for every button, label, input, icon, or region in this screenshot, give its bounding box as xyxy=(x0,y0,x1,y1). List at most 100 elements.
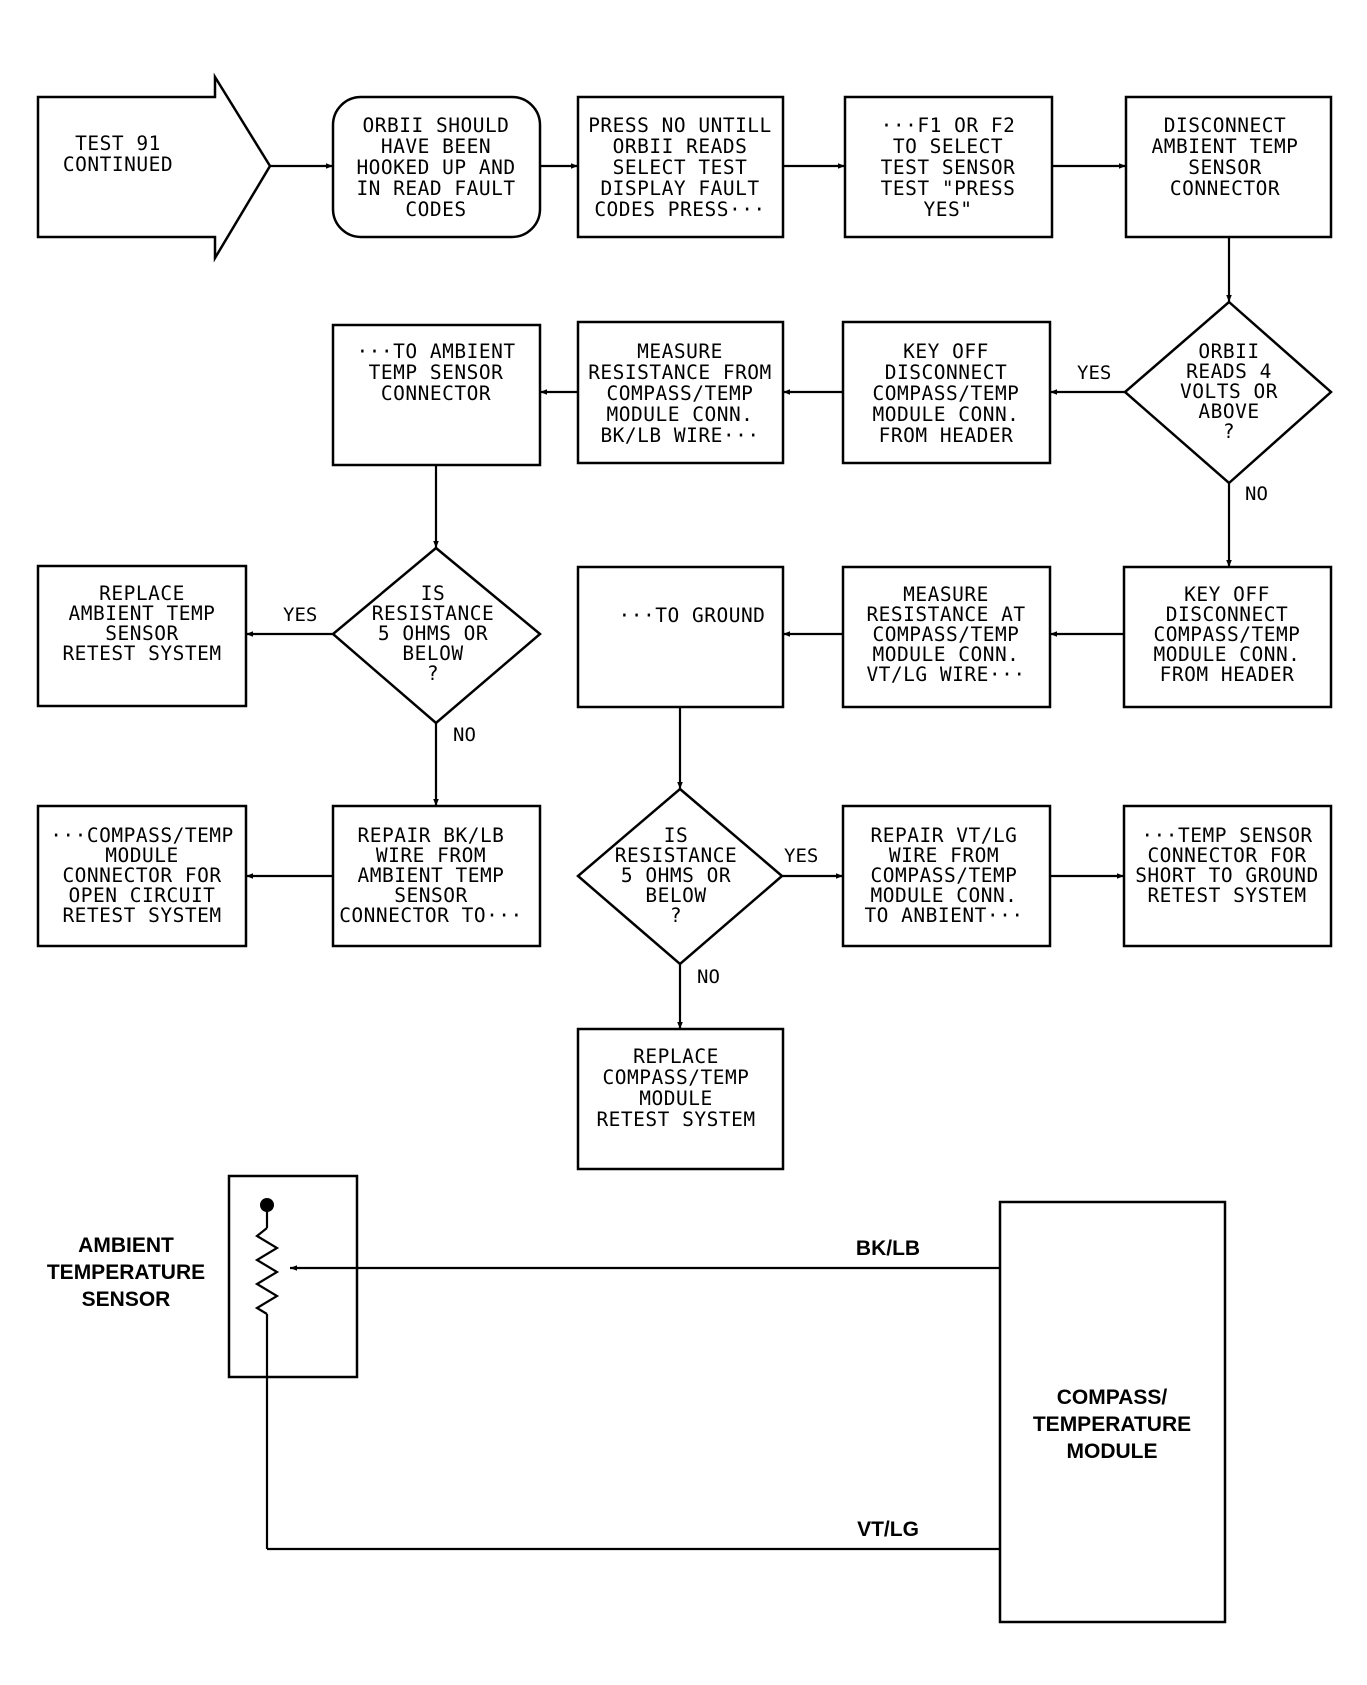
label-line: ···TEMP SENSOR xyxy=(1141,824,1312,847)
node-shapes xyxy=(36,72,1333,1171)
resistance-1-diamond xyxy=(331,546,542,725)
edge-label-res1-yes: YES xyxy=(283,604,317,626)
label-line: CONNECTOR xyxy=(381,382,491,405)
label-line: MODULE CONN. xyxy=(873,643,1020,666)
sensor-box xyxy=(227,1174,359,1379)
label-line: WIRE FROM xyxy=(889,844,999,867)
label-line: MEASURE xyxy=(903,583,989,606)
label-line: RETEST SYSTEM xyxy=(596,1108,755,1131)
label-line: SENSOR xyxy=(394,884,467,907)
label-line: HOOKED UP AND xyxy=(356,156,515,179)
temp-short-box xyxy=(1122,804,1333,948)
label-line: WIRE FROM xyxy=(376,844,486,867)
replace-compass-box xyxy=(576,1027,785,1171)
compass-module-box xyxy=(998,1200,1227,1624)
label-line: MODULE xyxy=(639,1087,712,1110)
label-line: REPLACE xyxy=(633,1045,719,1068)
label-line: MODULE CONN. xyxy=(607,403,754,426)
label-line: ···COMPASS/TEMP xyxy=(50,824,234,847)
label-line: ? xyxy=(670,904,682,927)
label-line: BK/LB WIRE··· xyxy=(600,424,759,447)
repair-bk-lb-box xyxy=(331,804,542,948)
key-off-1-box xyxy=(841,320,1052,465)
disconnect-ambient-box xyxy=(1124,95,1333,239)
label-line: ABOVE xyxy=(1198,400,1259,423)
label-line: TO ANBIENT··· xyxy=(864,904,1023,927)
label-line: IS xyxy=(664,824,688,847)
start-arrow-shape xyxy=(36,72,272,263)
label-line: SENSOR xyxy=(105,622,178,645)
label-line: FROM HEADER xyxy=(879,424,1014,447)
label-line: RESISTANCE xyxy=(372,602,494,625)
label-line: RETEST SYSTEM xyxy=(62,904,221,927)
label-line: TO SELECT xyxy=(893,135,1003,158)
label-line: CONNECTOR FOR xyxy=(62,864,221,887)
label-line: DISCONNECT xyxy=(1164,114,1286,137)
label-line: BELOW xyxy=(402,642,463,665)
label-line: CODES PRESS··· xyxy=(594,198,765,221)
label-line: ···TO AMBIENT xyxy=(356,340,515,363)
label-line: DISPLAY FAULT xyxy=(600,177,759,200)
press-no-box xyxy=(576,95,785,239)
orbii-hooked-box xyxy=(331,95,542,239)
label-line: 5 OHMS OR xyxy=(378,622,488,645)
label-line: ORBII xyxy=(1198,340,1259,363)
label-line: KEY OFF xyxy=(1184,583,1270,606)
label-line: 5 OHMS OR xyxy=(621,864,731,887)
label-line: TEMP SENSOR xyxy=(369,361,504,384)
label-line: IS xyxy=(421,582,445,605)
edge-label-4v-no: NO xyxy=(1245,483,1268,505)
label-line: OPEN CIRCUIT xyxy=(69,884,216,907)
label-line: CODES xyxy=(405,198,466,221)
edge-labels: YES NO YES NO YES NO xyxy=(283,362,1268,988)
label-line: RETEST SYSTEM xyxy=(62,642,221,665)
label-line: HAVE BEEN xyxy=(381,135,491,158)
label-line: RESISTANCE xyxy=(615,844,737,867)
label-line: COMPASS/TEMP xyxy=(1154,623,1301,646)
label-line: AMBIENT TEMP xyxy=(358,864,505,887)
wire-bk-lb-label: BK/LB xyxy=(856,1237,920,1260)
label-line: COMPASS/TEMP xyxy=(871,864,1018,887)
label-line: RESISTANCE FROM xyxy=(588,361,772,384)
to-ground-label: ···TO GROUND xyxy=(619,604,765,627)
edge-label-4v-yes: YES xyxy=(1077,362,1111,384)
label-line: MODULE CONN. xyxy=(873,403,1020,426)
label-line: REPLACE xyxy=(99,582,185,605)
label-line: ORBII SHOULD xyxy=(363,114,510,137)
label-line: ···F1 OR F2 xyxy=(881,114,1016,137)
label-line: ORBII READS xyxy=(613,135,748,158)
label-line: ? xyxy=(427,662,439,685)
label-line: CONNECTOR xyxy=(1170,177,1280,200)
resistance-2-diamond xyxy=(576,787,784,966)
label-line: READS 4 xyxy=(1186,360,1272,383)
label-line: SENSOR xyxy=(82,1288,171,1311)
label-line: MODULE xyxy=(105,844,178,867)
to-ground-box xyxy=(576,565,785,709)
label-line: MODULE CONN. xyxy=(1154,643,1301,666)
label-line: CONNECTOR FOR xyxy=(1147,844,1306,867)
measure-vt-lg-box xyxy=(841,565,1052,709)
label-line: COMPASS/TEMP xyxy=(873,623,1020,646)
label-line: BELOW xyxy=(645,884,706,907)
key-off-2-box xyxy=(1122,565,1333,709)
label-line: COMPASS/TEMP xyxy=(603,1066,750,1089)
label-line: TEST SENSOR xyxy=(881,156,1016,179)
label-line: VT/LG WIRE··· xyxy=(866,663,1025,686)
label-line: TEST "PRESS xyxy=(881,177,1016,200)
measure-bk-lb-box xyxy=(576,320,785,465)
